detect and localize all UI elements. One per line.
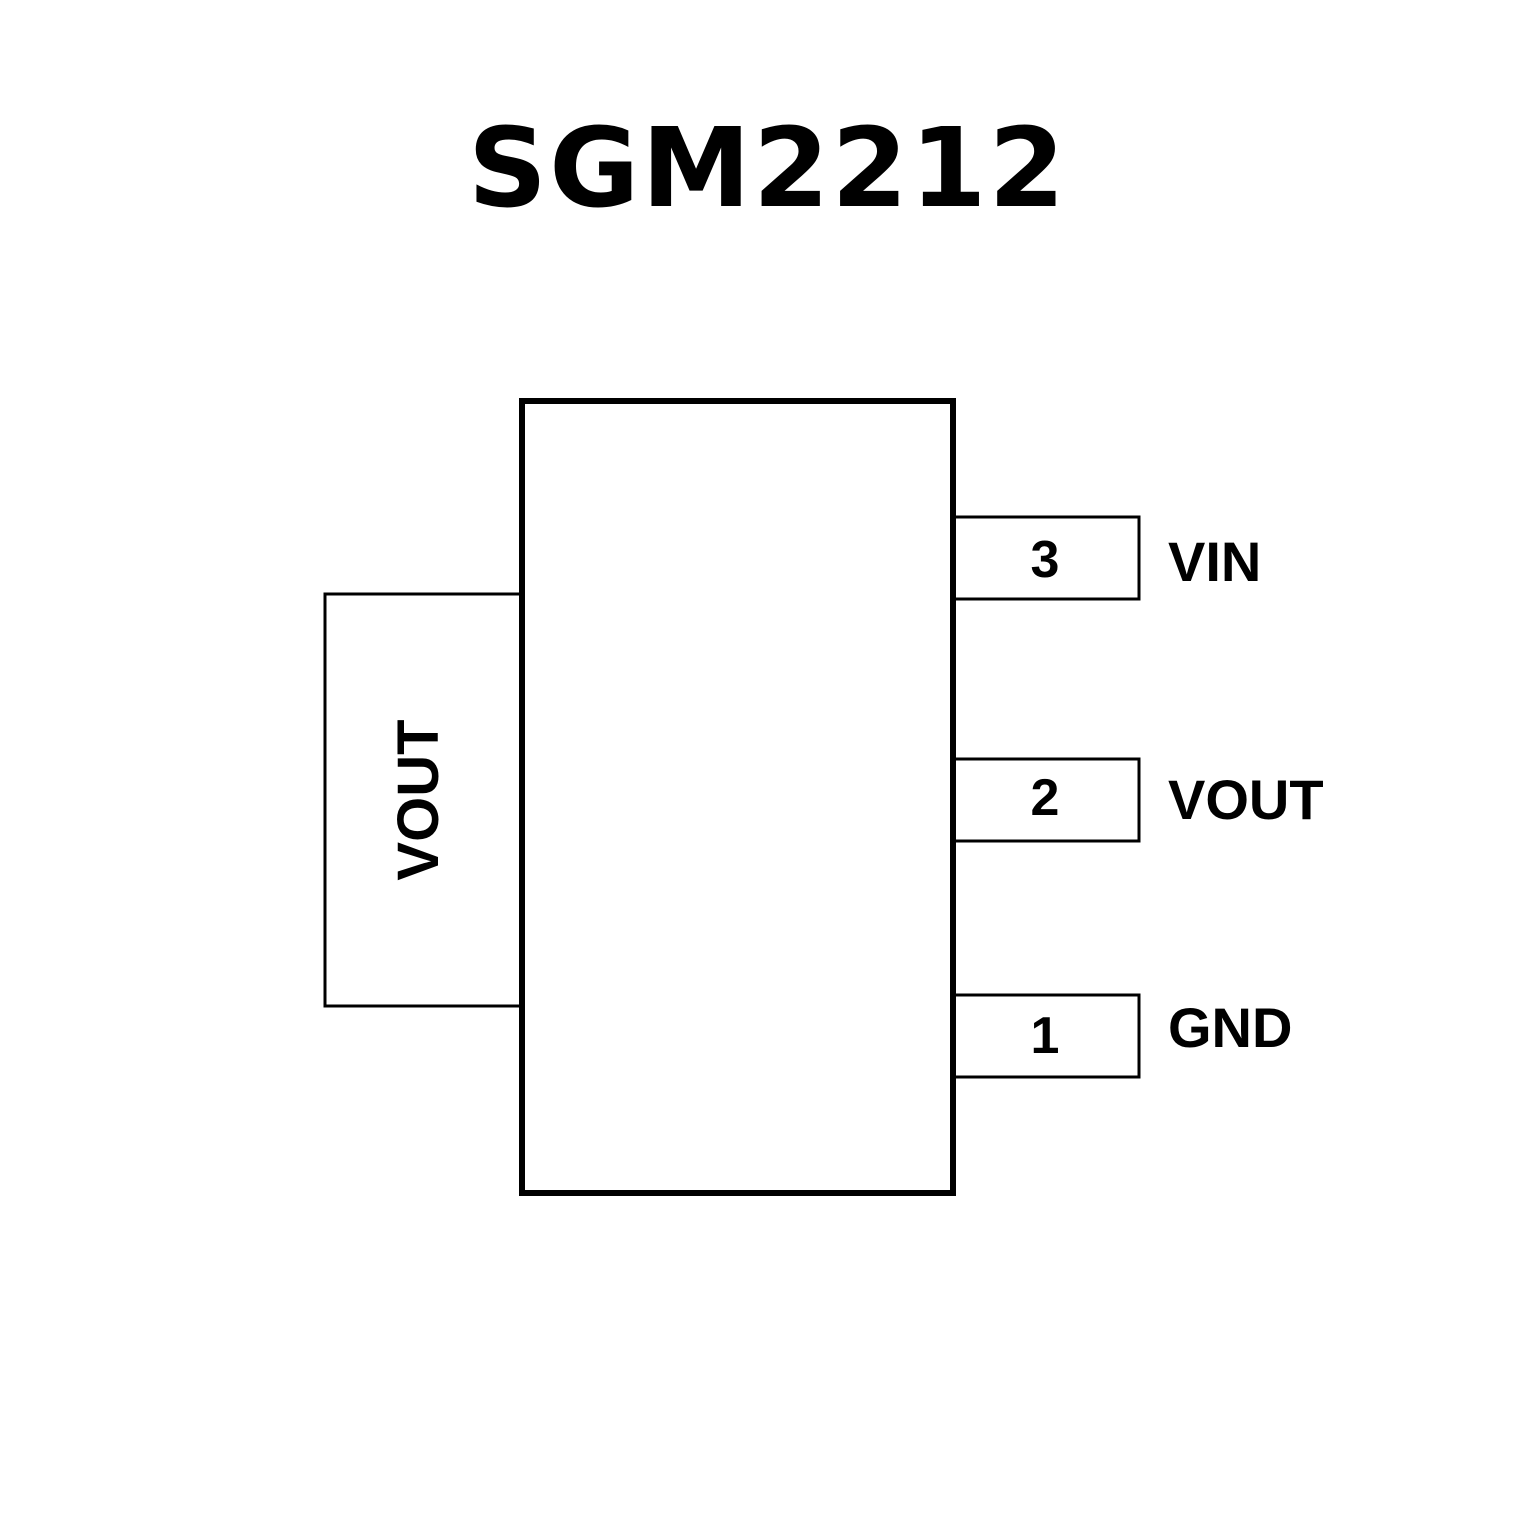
pin-3: 3 VIN: [951, 515, 1261, 601]
pin-3-name: VIN: [1168, 530, 1261, 593]
pin-1: 1 GND: [951, 993, 1292, 1079]
pin-2: 2 VOUT: [951, 757, 1324, 843]
pin-3-outline: [951, 515, 1141, 601]
pin-3-number: 3: [1031, 531, 1060, 589]
pin-2-outline: [951, 757, 1141, 843]
pin-2-number: 2: [1031, 769, 1060, 827]
pin-1-outline: [951, 993, 1141, 1079]
pin-1-number: 1: [1031, 1007, 1060, 1065]
chip-title: SGM2212: [467, 104, 1068, 232]
tab-label: VOUT: [386, 719, 451, 880]
pin-1-name: GND: [1168, 996, 1292, 1059]
pin-2-name: VOUT: [1168, 768, 1324, 831]
package-body: [519, 398, 956, 1196]
